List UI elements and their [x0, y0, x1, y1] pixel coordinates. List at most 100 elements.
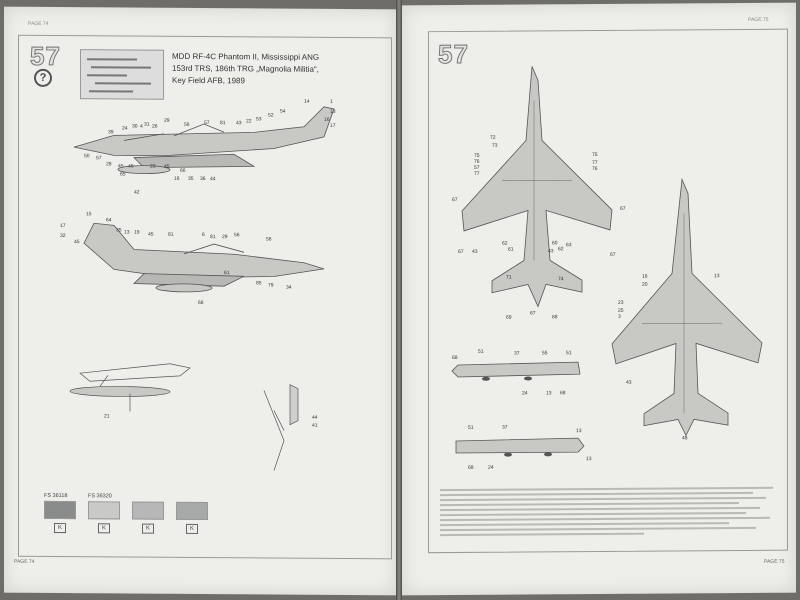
callout: 16 — [642, 274, 648, 280]
callout: 24 — [488, 465, 494, 471]
callout: 43 — [548, 248, 554, 254]
callout: 20 — [642, 282, 648, 288]
callout: 43 — [472, 249, 478, 255]
callout: 15 — [86, 211, 92, 217]
callout: 55 — [542, 350, 548, 356]
callout: 60 — [552, 240, 558, 246]
callout: 13 — [586, 456, 592, 462]
callout: 4 — [140, 124, 143, 130]
callout: 50 — [84, 153, 90, 159]
side-view-right-profile: 15 64 35 13 19 45 81 6 81 29 56 56 17 32… — [60, 211, 325, 306]
callout: 41 — [312, 423, 318, 429]
title-line-3: Key Field AFB, 1989 — [172, 75, 245, 86]
callout: 67 — [458, 249, 464, 255]
swatch-label-1: FS 36118 — [44, 492, 68, 500]
right-page-footer: PAGE 75 — [764, 558, 785, 565]
callout: 56 — [234, 232, 240, 238]
decal-sheet-thumbnail — [80, 49, 164, 100]
fuel-tank-detail: 21 — [69, 363, 191, 419]
callout: 57 — [474, 165, 480, 171]
callout: 3 — [618, 314, 621, 320]
callout: 37 — [514, 351, 520, 357]
top-view-diagram: 72 73 75 76 57 77 75 77 76 67 67 67 67 6… — [452, 66, 626, 321]
callout: 13 — [546, 390, 552, 396]
callout: 23 — [150, 164, 156, 170]
swatch-label-2: FS 36320 — [88, 493, 112, 500]
callout: 79 — [268, 282, 274, 288]
side-view-left-profile: 14 29 31 57 81 43 22 53 52 54 39 24 30 4… — [73, 99, 336, 196]
callout: 24 — [522, 390, 528, 396]
book-spine — [396, 0, 402, 600]
callout: 29 — [164, 118, 170, 124]
callout: 29 — [222, 234, 228, 240]
callout: 43 — [236, 120, 242, 126]
title-line-1: MDD RF-4C Phantom II, Mississippi ANG — [172, 51, 320, 62]
right-page-header: PAGE 75 — [748, 16, 769, 23]
callout: 13 — [714, 273, 720, 279]
callout: 35 — [116, 227, 122, 233]
left-page-footer: PAGE 74 — [14, 558, 35, 565]
callout: 30 — [132, 124, 138, 130]
aircraft-title: MDD RF-4C Phantom II, Mississippi ANG 15… — [4, 7, 396, 86]
tail-fin-detail: 44 41 — [263, 384, 318, 471]
callout: 39 — [108, 129, 114, 135]
callout: 57 — [204, 120, 210, 126]
color-swatches: FS 36118 K FS 36320 K K K — [4, 7, 396, 534]
callout: 21 — [104, 413, 110, 419]
callout: 17 — [330, 123, 336, 129]
callout: 85 — [256, 280, 262, 286]
callout: 28 — [106, 161, 112, 167]
callout: 71 — [506, 275, 512, 281]
recon-pod-detail-2: 51 37 13 68 24 13 — [455, 425, 592, 471]
callout: 64 — [106, 217, 112, 223]
callout: 81 — [220, 120, 226, 126]
callout: 77 — [474, 171, 480, 177]
recon-pod-detail-1: 68 51 37 55 51 24 13 68 — [451, 349, 581, 397]
callout: 75 — [592, 152, 598, 158]
callout: 14 — [304, 99, 310, 105]
callout: 23 — [618, 300, 624, 306]
callout: 73 — [492, 143, 498, 149]
callout: 31 — [144, 122, 150, 128]
callout: 45 — [148, 232, 154, 238]
callout: 22 — [246, 118, 252, 124]
callout: 45 — [74, 239, 80, 245]
callout: 81 — [168, 232, 174, 238]
callout: 68 — [452, 355, 458, 361]
bottom-view-diagram: 16 20 23 25 3 43 13 48 — [611, 177, 763, 441]
callout: 45 — [118, 163, 124, 169]
callout: 42 — [134, 190, 140, 196]
right-page: PAGE 75 57 72 73 75 76 57 77 75 77 76 67… — [402, 2, 796, 596]
callout: 36 — [200, 176, 206, 182]
callout: 32 — [60, 233, 66, 239]
callout: 67 — [620, 206, 626, 212]
callout: 51 — [468, 425, 474, 431]
callout: 16 — [174, 176, 180, 182]
callout: 77 — [592, 160, 598, 166]
callout: 45 — [164, 164, 170, 170]
multilingual-notes — [440, 486, 780, 539]
callout: 19 — [134, 230, 140, 236]
callout: 66 — [198, 300, 204, 306]
callout: 51 — [566, 350, 572, 356]
callout: 61 — [508, 247, 514, 253]
callout: 13 — [576, 428, 582, 434]
callout: 52 — [268, 112, 274, 118]
callout: 67 — [610, 252, 616, 258]
paint-type-icon: K — [142, 523, 154, 534]
left-page: PAGE 74 57 ? MDD RF-4C Phantom II, Missi… — [4, 6, 396, 596]
callout: 48 — [682, 435, 688, 441]
callout: 26 — [152, 124, 158, 130]
color-swatch-3 — [132, 501, 164, 520]
callout: 17 — [60, 223, 66, 229]
callout: 61 — [224, 270, 230, 276]
callout: 1 — [330, 99, 333, 105]
title-line-2: 153rd TRS, 186th TRG „Magnolia Militia“, — [172, 63, 319, 74]
paint-type-icon: K — [186, 523, 198, 534]
color-swatch-4 — [176, 501, 208, 521]
callout: 72 — [490, 135, 496, 141]
color-swatch-2 — [88, 501, 120, 520]
callout: 67 — [452, 197, 458, 203]
callout: 68 — [560, 390, 566, 396]
callout: 76 — [474, 159, 480, 165]
